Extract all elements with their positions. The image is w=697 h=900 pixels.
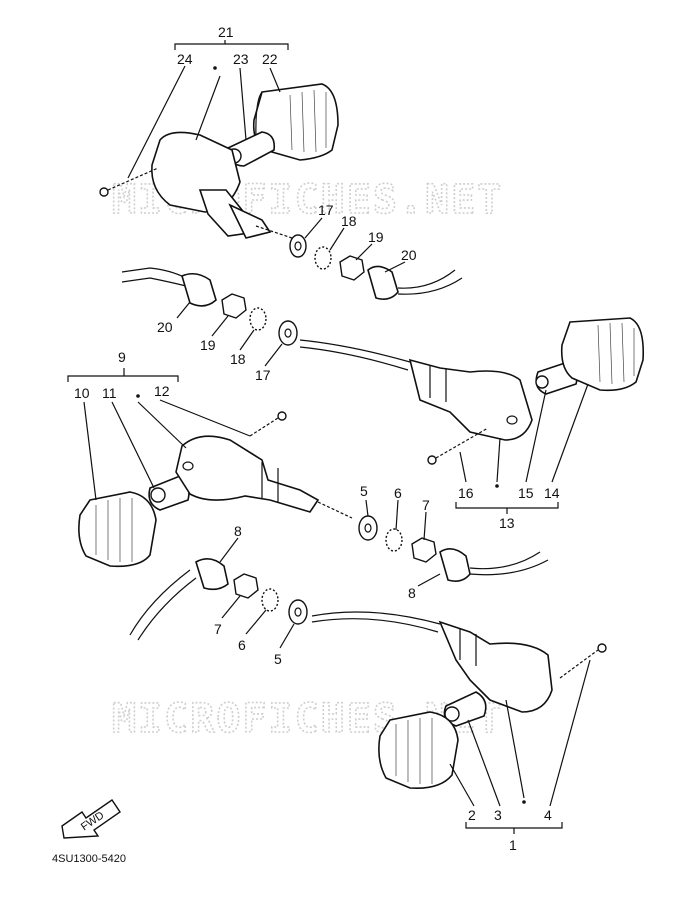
callout-19-top: 19 — [368, 229, 384, 245]
callout-17-top: 17 — [318, 202, 334, 218]
callout-7-mid: 7 — [422, 497, 430, 513]
callout-20-mid: 20 — [157, 319, 173, 335]
callout-8-mid: 8 — [408, 585, 416, 601]
bulb-3-shape — [443, 691, 487, 727]
callout-7-bottom: 7 — [214, 621, 222, 637]
screw-24-shape — [99, 167, 159, 197]
grommet-8-bottom-shape — [195, 558, 229, 591]
housing-right-shape — [408, 358, 533, 441]
grommet-8-mid-shape — [439, 548, 471, 582]
callout-13: 13 — [499, 515, 515, 531]
callout-6-mid: 6 — [394, 485, 402, 501]
fwd-arrow: FWD — [61, 799, 121, 839]
callout-10: 10 — [74, 385, 90, 401]
callout-6-bottom: 6 — [238, 637, 246, 653]
callout-9: 9 — [118, 349, 126, 365]
nut-19-top-shape — [339, 255, 365, 281]
callout-23: 23 — [233, 51, 249, 67]
callout-20-top: 20 — [401, 247, 417, 263]
assembly-right-turn-signal — [121, 267, 645, 465]
callout-5-bottom: 5 — [274, 651, 282, 667]
callout-17-mid: 17 — [255, 367, 271, 383]
lockwasher-18-mid-shape — [249, 307, 267, 331]
lockwasher-18-top-shape — [314, 246, 332, 270]
diagram-code: 4SU1300-5420 — [52, 853, 126, 865]
nut-7-mid-shape — [411, 537, 437, 563]
grommet-20-mid-shape — [181, 272, 217, 307]
screw-4-shape — [559, 649, 599, 679]
callout-labels: 21 24 23 22 17 18 19 20 20 19 18 17 9 10… — [74, 24, 560, 853]
callout-2: 2 — [468, 807, 476, 823]
washer-5-bottom-shape — [288, 599, 308, 625]
callout-12: 12 — [154, 383, 170, 399]
callout-11: 11 — [102, 385, 117, 401]
callout-1: 1 — [509, 837, 517, 853]
lens-10-shape — [78, 491, 157, 568]
callout-22: 22 — [262, 51, 278, 67]
callout-14: 14 — [544, 485, 560, 501]
callout-21: 21 — [218, 24, 234, 40]
assembly-top-turn-signal — [99, 83, 463, 300]
screw-12-shape — [249, 417, 279, 437]
grommet-20-top-shape — [367, 265, 399, 300]
housing-bottom-shape — [438, 620, 553, 713]
washer-17-top-shape — [289, 234, 307, 258]
housing-left-shape — [175, 435, 320, 513]
lens-2-shape — [378, 711, 459, 790]
washer-17-mid-shape — [278, 320, 298, 346]
screw-16-shape — [435, 427, 489, 459]
callout-4: 4 — [544, 807, 552, 823]
callout-15: 15 — [518, 485, 534, 501]
leader-lines — [67, 40, 591, 834]
callout-8-bottom: 8 — [234, 523, 242, 539]
housing-top-shape — [151, 131, 272, 239]
nut-19-mid-shape — [221, 293, 247, 319]
callout-16: 16 — [458, 485, 474, 501]
washer-5-mid-shape — [358, 515, 378, 541]
callout-18-mid: 18 — [230, 351, 246, 367]
callout-24: 24 — [177, 51, 193, 67]
callout-19-mid: 19 — [200, 337, 216, 353]
lockwasher-6-mid-shape — [385, 528, 403, 552]
lockwasher-6-bottom-shape — [261, 588, 279, 612]
callout-5-mid: 5 — [360, 483, 368, 499]
assembly-left-turn-signal — [78, 411, 549, 582]
assembly-bottom-turn-signal — [129, 558, 607, 790]
lens-14-shape — [560, 317, 645, 392]
nut-7-bottom-shape — [233, 573, 259, 599]
callout-18-top: 18 — [341, 213, 357, 229]
callout-3: 3 — [494, 807, 502, 823]
